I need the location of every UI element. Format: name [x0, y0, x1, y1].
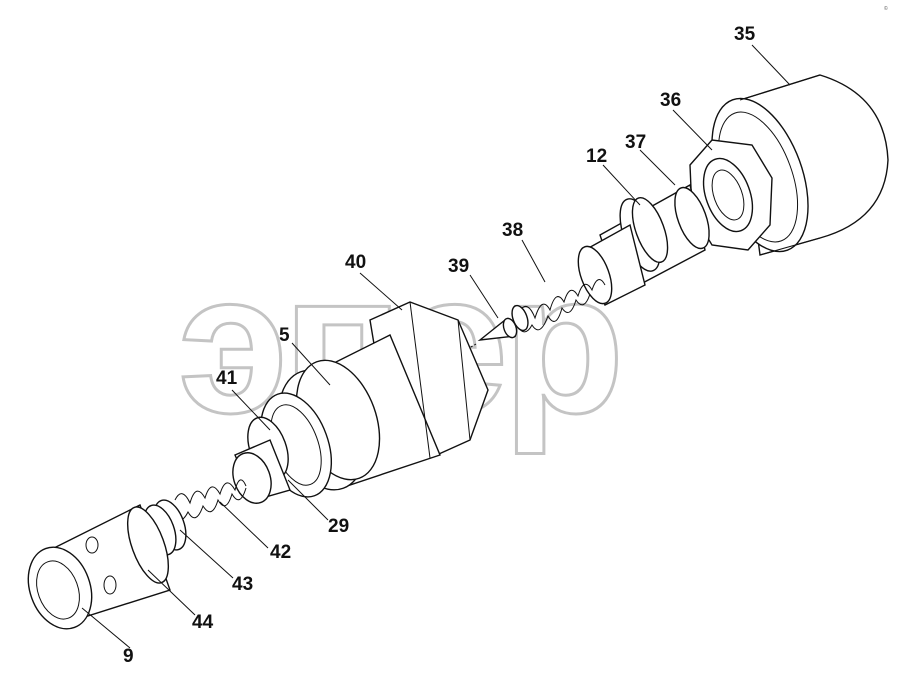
callout-labels: 35 36 37 12 38 39 40 5 41 29 42 43 44 9	[123, 24, 756, 667]
part-38-spring	[511, 279, 606, 333]
leader-35	[751, 44, 791, 86]
callout-36: 36	[660, 90, 681, 111]
leader-37	[639, 149, 676, 186]
leader-40	[359, 272, 403, 311]
callout-43: 43	[232, 574, 253, 595]
callout-37: 37	[625, 132, 646, 153]
leader-5	[291, 342, 331, 386]
leader-42	[219, 501, 269, 549]
part-39-needle	[465, 317, 518, 351]
leader-39	[469, 274, 499, 319]
corner-mark: ©	[884, 5, 888, 12]
leader-36	[672, 109, 713, 151]
part-29-poppet	[232, 439, 291, 504]
part-12-o-ring	[619, 196, 669, 272]
callout-29: 29	[328, 516, 349, 537]
leader-9	[81, 607, 131, 649]
callout-38: 38	[502, 220, 523, 241]
callout-42: 42	[270, 542, 291, 563]
leader-29	[287, 479, 329, 521]
callout-35: 35	[734, 24, 756, 45]
callout-44: 44	[192, 612, 214, 633]
leader-lines	[81, 44, 791, 649]
part-9-seal-ring	[27, 546, 93, 630]
part-42-spring	[171, 479, 247, 521]
leader-43	[179, 529, 234, 579]
leader-41	[231, 389, 271, 431]
callout-5: 5	[279, 325, 290, 346]
callout-9: 9	[123, 646, 134, 667]
callout-40: 40	[345, 252, 366, 273]
part-12-body	[577, 223, 646, 306]
callout-41: 41	[216, 368, 238, 389]
callout-39: 39	[448, 256, 469, 277]
callout-12: 12	[586, 146, 607, 167]
leader-38	[521, 239, 546, 283]
leader-12	[602, 164, 641, 206]
leader-44	[147, 569, 196, 616]
